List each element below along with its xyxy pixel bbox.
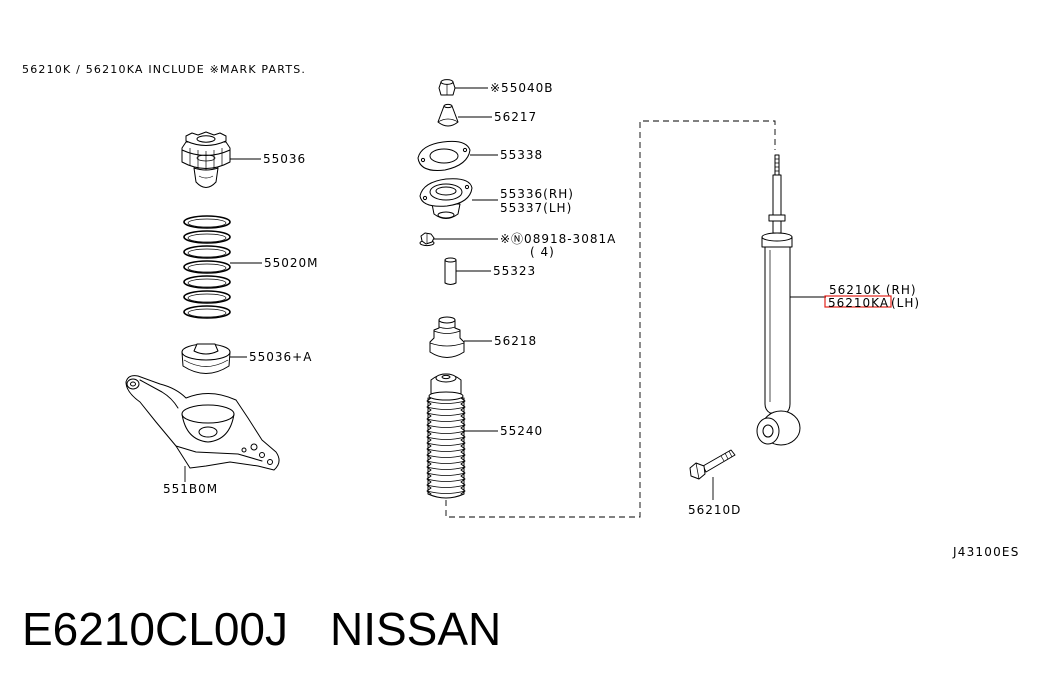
callout-56210d: 56210D <box>688 503 741 517</box>
shock-absorber-drawing <box>756 154 801 446</box>
dust-cover-drawing <box>426 373 466 499</box>
mounting-bracket-drawing <box>419 178 473 219</box>
upper-spring-insulator-drawing <box>181 131 231 188</box>
selected-part-highlight <box>824 295 892 308</box>
callout-55036a: 55036+A <box>249 350 312 364</box>
flange-nut-drawing <box>419 232 435 247</box>
callout-55240: 55240 <box>500 424 543 438</box>
bump-stopper-drawing <box>429 316 465 358</box>
callout-56210k-rh: 56210K (RH) <box>829 283 917 297</box>
lower-link-arm-drawing <box>125 375 280 471</box>
upper-bushing-drawing <box>437 103 459 127</box>
callout-55036: 55036 <box>263 152 306 166</box>
callout-56210ka-side: (LH) <box>891 296 920 310</box>
callout-55020m: 55020M <box>264 256 319 270</box>
lower-spring-seat-drawing <box>181 343 231 374</box>
callout-55338: 55338 <box>500 148 543 162</box>
callout-55323: 55323 <box>493 264 536 278</box>
assembly-dashed-line <box>445 120 776 518</box>
callout-55040b: ※55040B <box>490 81 553 95</box>
mounting-plate-drawing <box>417 140 471 171</box>
brand-title: NISSAN <box>330 603 501 655</box>
diagram-code: J43100ES <box>952 545 1020 559</box>
mounting-bolt-drawing <box>689 449 736 480</box>
part-number-title: E6210CL00J <box>22 603 288 655</box>
callout-56217: 56217 <box>494 110 537 124</box>
callout-56210ka: 56210KA <box>828 296 889 310</box>
callout-56218: 56218 <box>494 334 537 348</box>
callout-08918-3081a: ※Ⓝ08918-3081A <box>500 232 616 246</box>
mount-nut-drawing <box>438 79 456 96</box>
spacer-tube-drawing <box>444 257 457 285</box>
coil-spring-drawing <box>183 215 231 319</box>
callout-551b0m: 551B0M <box>163 482 218 496</box>
callout-55336-rh: 55336(RH) <box>500 187 574 201</box>
callout-08918-quantity: ( 4) <box>530 245 555 259</box>
callout-55337-lh: 55337(LH) <box>500 201 572 215</box>
include-mark-note: 56210K / 56210KA INCLUDE ※MARK PARTS. <box>22 63 306 76</box>
